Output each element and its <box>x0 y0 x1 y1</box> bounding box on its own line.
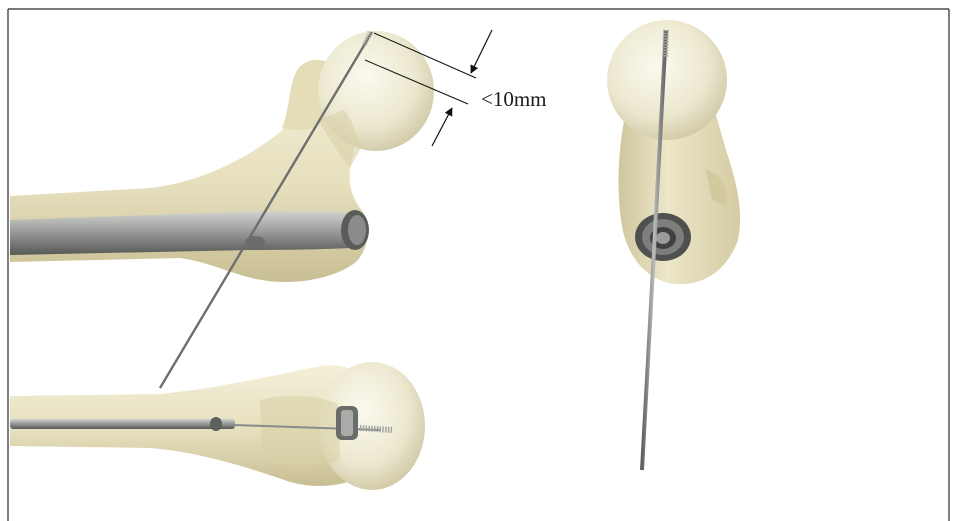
measurement-label: <10mm <box>481 87 547 111</box>
intramedullary-nail-ap <box>10 419 235 429</box>
ap-view-femur <box>10 362 425 490</box>
trochanter-ap-shadow <box>260 396 340 467</box>
arrow-up-right-icon <box>432 108 452 146</box>
arrow-down-left-icon <box>471 30 492 73</box>
lateral-view-femur <box>10 31 434 388</box>
axial-view-femur <box>607 20 740 470</box>
